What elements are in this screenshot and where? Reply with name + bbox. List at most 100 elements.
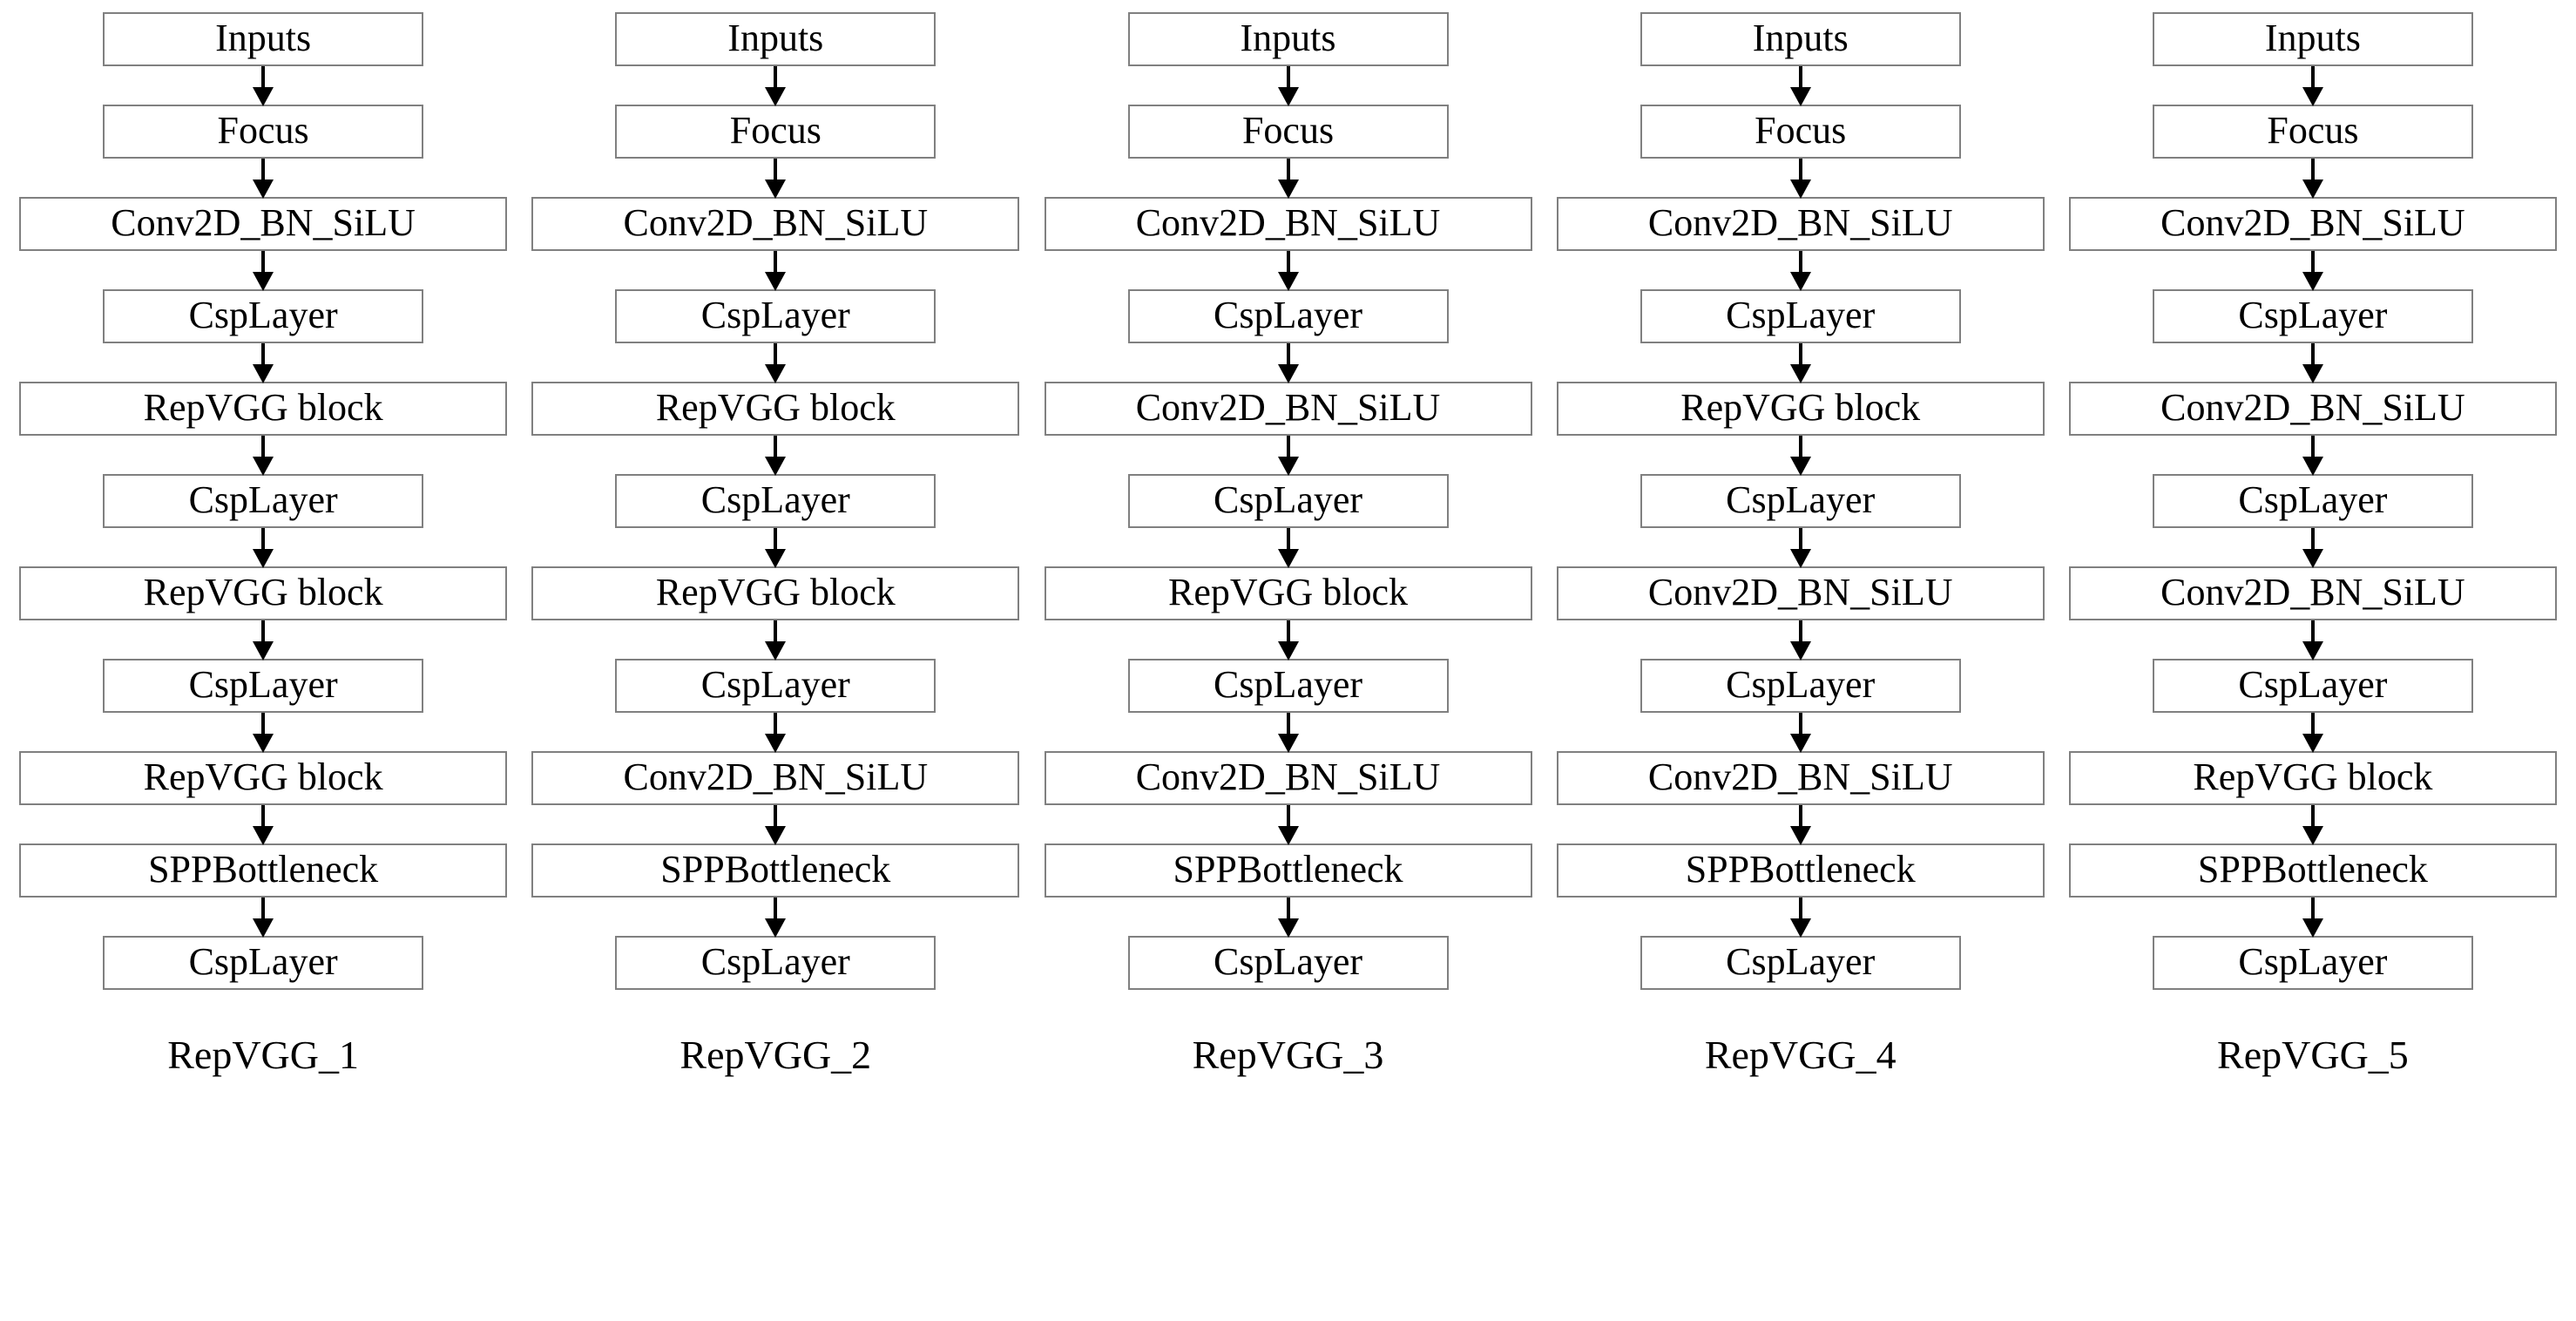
arrow-stem bbox=[1798, 528, 1802, 554]
pipeline-node-wrapper: SPPBottleneck bbox=[2057, 843, 2569, 898]
pipeline-node: CspLayer bbox=[615, 474, 936, 528]
column-caption: RepVGG_2 bbox=[679, 1033, 872, 1077]
pipeline-node: CspLayer bbox=[1127, 474, 1449, 528]
pipeline-node-wrapper: CspLayer bbox=[1545, 659, 2057, 713]
arrow-head bbox=[2302, 457, 2323, 476]
arrow-stem bbox=[1286, 713, 1290, 739]
pipeline-node: Conv2D_BN_SiLU bbox=[2068, 382, 2557, 436]
arrow-head bbox=[765, 272, 787, 291]
arrow-stem bbox=[1798, 251, 1802, 277]
pipeline-node: Focus bbox=[2152, 105, 2473, 159]
column-caption: RepVGG_5 bbox=[2217, 1033, 2409, 1077]
pipeline-node: RepVGG block bbox=[531, 382, 1020, 436]
pipeline-node: CspLayer bbox=[615, 936, 936, 990]
pipeline-node-wrapper: Conv2D_BN_SiLU bbox=[1031, 382, 1544, 436]
arrow-head bbox=[1789, 87, 1811, 106]
pipeline-node-wrapper: CspLayer bbox=[7, 289, 519, 343]
arrow-head bbox=[253, 734, 274, 753]
arrow-head bbox=[1277, 457, 1299, 476]
flow-arrow-icon bbox=[253, 159, 274, 199]
pipeline-node: Conv2D_BN_SiLU bbox=[531, 751, 1020, 805]
pipeline-node-wrapper: Focus bbox=[519, 105, 1031, 159]
flow-arrow-icon bbox=[253, 66, 274, 106]
arrow-stem bbox=[774, 159, 778, 185]
pipeline-node-wrapper: Focus bbox=[7, 105, 519, 159]
pipeline-node-wrapper: CspLayer bbox=[1031, 289, 1544, 343]
arrow-head bbox=[1789, 549, 1811, 568]
flow-arrow-icon bbox=[1277, 528, 1299, 568]
arrow-stem bbox=[261, 251, 266, 277]
flow-arrow-icon bbox=[2302, 620, 2323, 660]
pipeline-node-wrapper: CspLayer bbox=[7, 659, 519, 713]
flow-arrow-icon bbox=[2302, 805, 2323, 845]
arrow-head bbox=[765, 826, 787, 845]
flow-arrow-icon bbox=[1789, 620, 1811, 660]
arrow-stem bbox=[774, 528, 778, 554]
pipeline-node: CspLayer bbox=[1640, 289, 1961, 343]
arrow-stem bbox=[774, 436, 778, 462]
pipeline-node-wrapper: Focus bbox=[1545, 105, 2057, 159]
pipeline-node-wrapper: Conv2D_BN_SiLU bbox=[519, 197, 1031, 251]
arrow-head bbox=[2302, 272, 2323, 291]
arrow-head bbox=[1789, 180, 1811, 199]
pipeline-node: CspLayer bbox=[615, 659, 936, 713]
pipeline-node: SPPBottleneck bbox=[19, 843, 508, 898]
arrow-stem bbox=[1286, 620, 1290, 647]
arrow-stem bbox=[2310, 620, 2315, 647]
arrow-head bbox=[1277, 87, 1299, 106]
arrow-stem bbox=[261, 66, 266, 92]
pipeline-node-wrapper: Conv2D_BN_SiLU bbox=[519, 751, 1031, 805]
pipeline-node: Inputs bbox=[615, 12, 936, 66]
pipeline-node-wrapper: Conv2D_BN_SiLU bbox=[2057, 382, 2569, 436]
pipeline-node: CspLayer bbox=[103, 474, 424, 528]
pipeline-node-wrapper: Inputs bbox=[2057, 12, 2569, 66]
pipeline-node: CspLayer bbox=[103, 659, 424, 713]
arrow-stem bbox=[1286, 251, 1290, 277]
arrow-head bbox=[2302, 87, 2323, 106]
arrow-stem bbox=[1798, 713, 1802, 739]
flow-arrow-icon bbox=[765, 528, 787, 568]
flow-arrow-icon bbox=[1789, 898, 1811, 938]
arrow-stem bbox=[2310, 805, 2315, 831]
pipeline-node: RepVGG block bbox=[1556, 382, 2045, 436]
arrow-stem bbox=[2310, 898, 2315, 924]
pipeline-node-wrapper: CspLayer bbox=[1031, 659, 1544, 713]
pipeline-node-wrapper: CspLayer bbox=[2057, 289, 2569, 343]
flow-arrow-icon bbox=[1277, 159, 1299, 199]
arrow-stem bbox=[1798, 898, 1802, 924]
flow-arrow-icon bbox=[765, 898, 787, 938]
arrow-head bbox=[765, 549, 787, 568]
pipeline-node-wrapper: CspLayer bbox=[1545, 474, 2057, 528]
arrow-head bbox=[1277, 180, 1299, 199]
pipeline-node: RepVGG block bbox=[19, 751, 508, 805]
arrow-stem bbox=[1286, 898, 1290, 924]
pipeline-node-wrapper: CspLayer bbox=[1031, 936, 1544, 990]
pipeline-node-wrapper: CspLayer bbox=[519, 474, 1031, 528]
arrow-head bbox=[2302, 826, 2323, 845]
arrow-stem bbox=[774, 343, 778, 369]
pipeline-node-wrapper: Conv2D_BN_SiLU bbox=[1031, 197, 1544, 251]
arrow-stem bbox=[2310, 436, 2315, 462]
pipeline-node: SPPBottleneck bbox=[1044, 843, 1532, 898]
pipeline-node-wrapper: Conv2D_BN_SiLU bbox=[1545, 197, 2057, 251]
flow-arrow-icon bbox=[1277, 251, 1299, 291]
pipeline-node: CspLayer bbox=[2152, 659, 2473, 713]
flow-arrow-icon bbox=[2302, 251, 2323, 291]
pipeline-node-wrapper: CspLayer bbox=[2057, 936, 2569, 990]
arrow-head bbox=[765, 918, 787, 938]
pipeline-node-wrapper: Conv2D_BN_SiLU bbox=[1545, 751, 2057, 805]
flow-arrow-icon bbox=[1277, 805, 1299, 845]
flow-arrow-icon bbox=[2302, 436, 2323, 476]
pipeline-node-wrapper: RepVGG block bbox=[1545, 382, 2057, 436]
arrow-head bbox=[253, 549, 274, 568]
pipeline-node: Conv2D_BN_SiLU bbox=[1556, 197, 2045, 251]
pipeline-node: CspLayer bbox=[1127, 936, 1449, 990]
flow-arrow-icon bbox=[1789, 805, 1811, 845]
flow-arrow-icon bbox=[1277, 66, 1299, 106]
arrow-head bbox=[765, 364, 787, 383]
arrow-stem bbox=[2310, 159, 2315, 185]
